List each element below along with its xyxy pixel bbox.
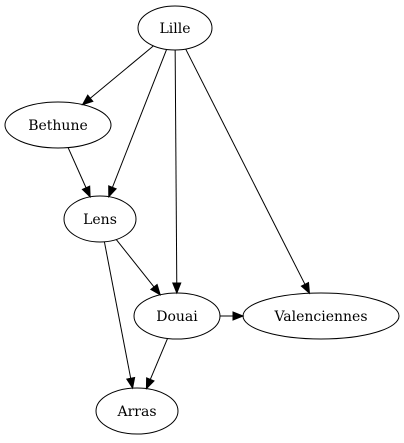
edge-line [115, 239, 155, 288]
arrowhead [81, 94, 94, 106]
edge-line [174, 49, 178, 284]
node-arras: Arras [95, 387, 179, 435]
arrowhead [108, 185, 118, 198]
node-ellipse [242, 292, 400, 340]
node-ellipse [133, 292, 221, 340]
edge-line [89, 45, 154, 99]
edge-lille-to-lens [108, 49, 168, 198]
edge-line [111, 49, 168, 188]
arrowhead [145, 377, 155, 390]
node-douai: Douai [133, 292, 221, 340]
node-bethune: Bethune [4, 101, 112, 149]
edge-lille-to-valenciennes [185, 48, 311, 295]
edge-lille-to-bethune [81, 45, 154, 106]
node-ellipse [63, 195, 137, 243]
node-ellipse [95, 387, 179, 435]
edge-douai-to-arras [145, 338, 169, 390]
node-label: Lens [83, 212, 117, 228]
node-label: Lille [159, 21, 190, 37]
edge-line [103, 241, 132, 379]
node-ellipse [4, 101, 112, 149]
arrowhead [172, 282, 182, 295]
arrowhead [232, 311, 245, 321]
edge-line [67, 147, 87, 188]
node-valenciennes: Valenciennes [242, 292, 400, 340]
edge-douai-to-valenciennes [220, 311, 245, 321]
edge-line [185, 48, 306, 285]
node-label: Douai [156, 309, 198, 325]
node-ellipse [137, 5, 213, 51]
arrowhead [125, 376, 136, 390]
node-label: Arras [116, 404, 156, 420]
arrowhead [81, 185, 91, 199]
node-label: Bethune [28, 118, 88, 134]
edge-bethune-to-lens [67, 147, 91, 199]
edge-lens-to-douai [115, 239, 162, 296]
node-label: Valenciennes [273, 309, 367, 325]
arrowhead [149, 283, 162, 296]
node-lille: Lille [137, 5, 213, 51]
arrowhead [300, 281, 311, 295]
edge-line [149, 338, 169, 380]
edges-layer [67, 45, 311, 390]
edge-lille-to-douai [172, 49, 182, 295]
node-lens: Lens [63, 195, 137, 243]
edge-lens-to-arras [103, 241, 136, 390]
